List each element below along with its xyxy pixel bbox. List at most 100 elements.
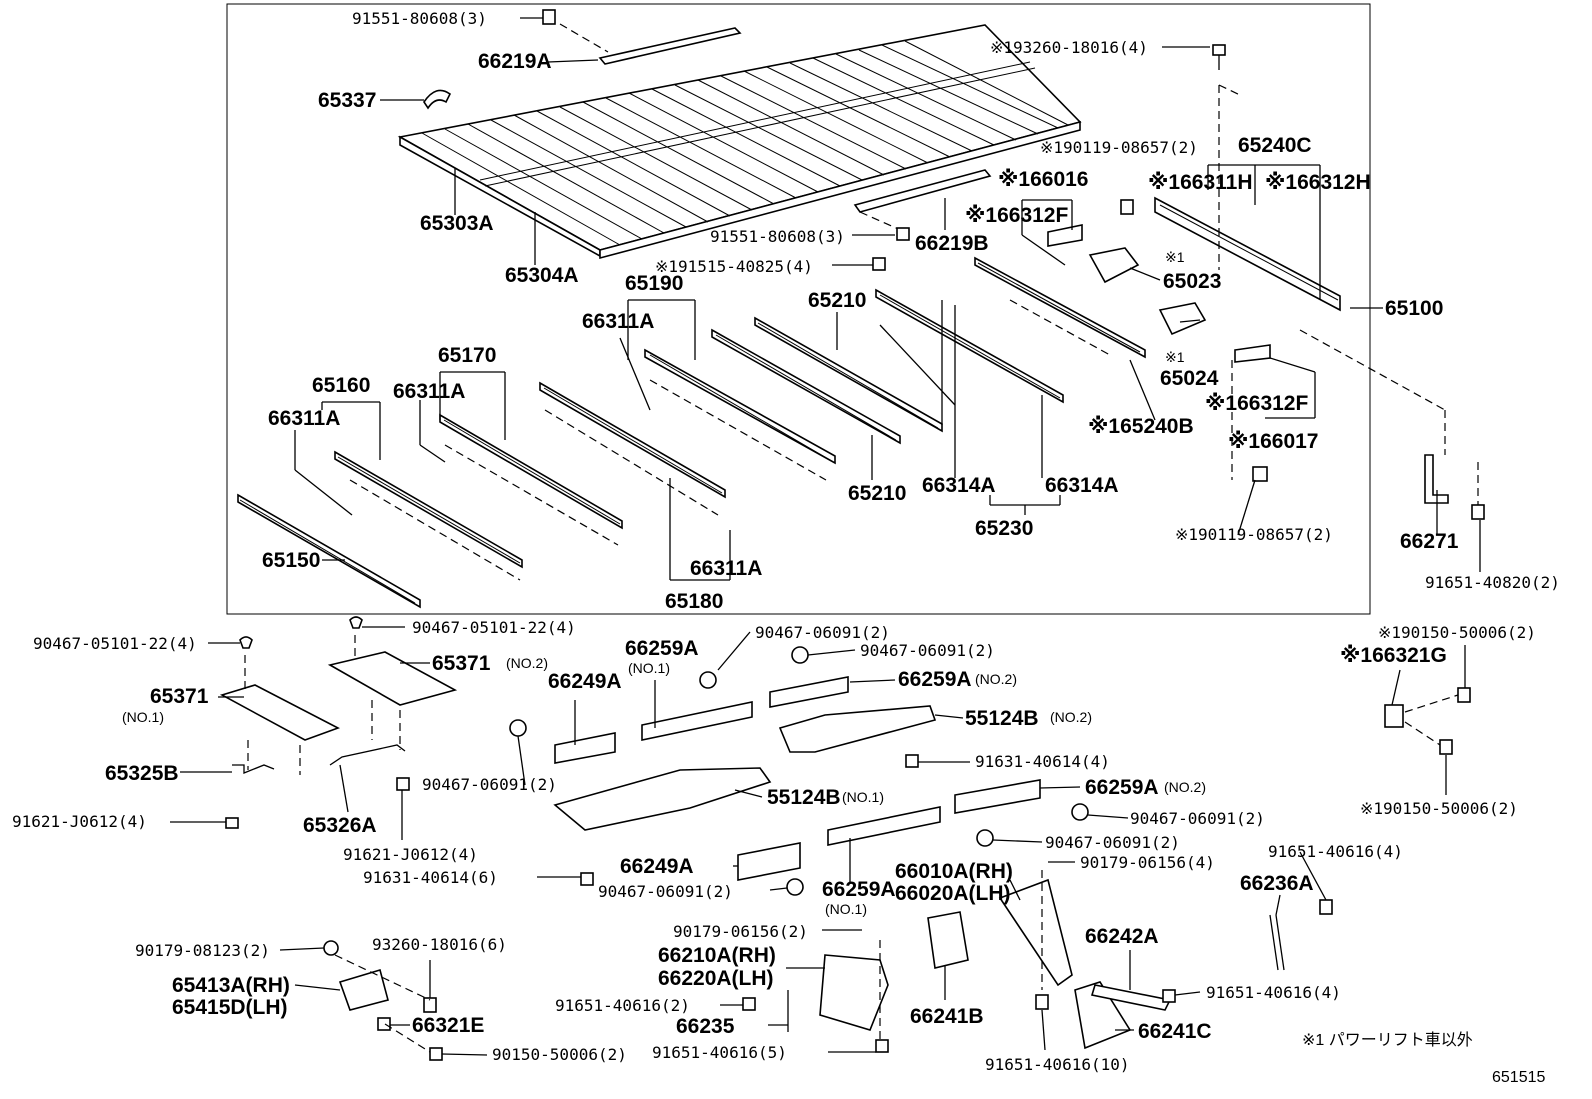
- label-165240B: ※165240B: [1088, 415, 1194, 438]
- label-66249A-a: 66249A: [548, 670, 622, 693]
- label-66259A-no2: 66259A: [898, 668, 972, 691]
- label-65170: 65170: [438, 344, 496, 367]
- bolt-icon: [1035, 994, 1049, 1010]
- label-66311A-4: 66311A: [690, 557, 762, 580]
- label-90467-05101-a: 90467-05101-22(4): [33, 634, 197, 653]
- label-193260-18016: ※193260-18016(4): [990, 38, 1148, 57]
- label-91551-80608-mid: 91551-80608(3): [710, 227, 845, 246]
- label-66259A-no1: 66259A: [625, 637, 699, 660]
- label-55124B-no2-sub: (NO.2): [1050, 709, 1092, 725]
- bolt-icon: [742, 997, 756, 1011]
- label-93260-18016: 93260-18016(6): [372, 935, 507, 954]
- label-66259A-no1b-sub: (NO.1): [825, 901, 867, 917]
- label-66259A-no1b: 66259A: [822, 878, 896, 901]
- label-91551-80608-top: 91551-80608(3): [352, 9, 487, 28]
- label-66242A: 66242A: [1085, 925, 1159, 948]
- label-66259A-no2b-sub: (NO.2): [1164, 779, 1206, 795]
- label-65230: 65230: [975, 517, 1033, 540]
- label-66219A: 66219A: [478, 50, 552, 73]
- label-55124B-no1: 55124B: [767, 786, 841, 809]
- bolt-icon: [875, 1039, 889, 1053]
- label-90467-05101-b: 90467-05101-22(4): [412, 618, 576, 637]
- label-91621-J0612-a: 91621-J0612(4): [12, 812, 147, 831]
- label-66220A: 66220A(LH): [658, 967, 774, 990]
- stay-66236A: [1269, 914, 1279, 971]
- label-65160: 65160: [312, 374, 370, 397]
- label-65371-no1-sub: (NO.1): [122, 709, 164, 725]
- label-65304A: 65304A: [505, 264, 579, 287]
- label-190150-50006-b: ※190150-50006(2): [1360, 799, 1518, 818]
- label-65150: 65150: [262, 549, 320, 572]
- label-65371-no1: 65371: [150, 685, 209, 708]
- label-65100: 65100: [1385, 297, 1443, 320]
- grommet-icon: [509, 646, 1089, 896]
- crossmember-65240C: [1154, 196, 1341, 312]
- label-65190: 65190: [625, 272, 683, 295]
- label-66241B: 66241B: [910, 1005, 984, 1028]
- bolt-icon: [1439, 739, 1453, 755]
- label-91651-40616-a: 91651-40616(4): [1268, 842, 1403, 861]
- guard-66210A: [819, 954, 889, 1031]
- label-66311A-1: 66311A: [582, 310, 654, 333]
- bracket-65024: [1158, 302, 1207, 336]
- bolt-icon: [1252, 466, 1268, 482]
- label-90150-50006: 90150-50006(2): [492, 1045, 627, 1064]
- label-66321E: 66321E: [412, 1014, 484, 1037]
- label-66311A-2: 66311A: [393, 380, 465, 403]
- label-91651-40616-b: 91651-40616(2): [555, 996, 690, 1015]
- flap-66241B: [927, 911, 969, 969]
- label-65303A: 65303A: [420, 212, 494, 235]
- label-66010A: 66010A(RH): [895, 860, 1013, 883]
- label-65023-mark: ※1: [1165, 249, 1185, 265]
- label-90467-06091-e: 90467-06091(2): [1045, 833, 1180, 852]
- bolt-icon: [1471, 504, 1485, 520]
- label-90179-06156-a: 90179-06156(4): [1080, 853, 1215, 872]
- label-66311A-3: 66311A: [268, 407, 340, 430]
- label-90179-06156-b: 90179-06156(2): [673, 922, 808, 941]
- label-91651-40820: 91651-40820(2): [1425, 573, 1560, 592]
- seal-66259A-no2b: [954, 779, 1041, 814]
- label-166016: ※166016: [998, 168, 1089, 191]
- label-90467-06091-f: 90467-06091(2): [598, 882, 733, 901]
- label-66314A-a: 66314A: [922, 474, 996, 497]
- label-65337: 65337: [318, 89, 376, 112]
- label-65413A: 65413A(RH): [172, 974, 290, 997]
- clip-icon: [225, 616, 919, 886]
- label-66249A-b: 66249A: [620, 855, 694, 878]
- stopper-166321G: [1384, 704, 1404, 728]
- rail-66219B: [853, 169, 992, 213]
- label-190119-08657-a: ※190119-08657(2): [1040, 138, 1198, 157]
- label-65325B: 65325B: [105, 762, 179, 785]
- bolt-icon: [429, 1047, 443, 1061]
- label-166312F-b: ※166312F: [1205, 392, 1308, 415]
- clip-166312F-a: [1047, 224, 1083, 247]
- bracket-65023: [1088, 247, 1140, 284]
- seal-66259A-no1b: [827, 806, 941, 846]
- label-166017: ※166017: [1228, 430, 1319, 453]
- crossmember-65230: [875, 288, 1064, 404]
- doc-number: 651515: [1492, 1069, 1545, 1086]
- crossmember-65180: [539, 381, 726, 516]
- seal-66259A-no1: [641, 701, 753, 741]
- label-66210A: 66210A(RH): [658, 944, 776, 967]
- label-55124B-no1-sub: (NO.1): [842, 789, 884, 805]
- label-66259A-no2b: 66259A: [1085, 776, 1159, 799]
- label-65180: 65180: [665, 590, 723, 613]
- label-65023: 65023: [1163, 270, 1221, 293]
- leader-lines: [170, 17, 1481, 1056]
- clip-65337: [423, 89, 452, 110]
- label-65326A: 65326A: [303, 814, 377, 837]
- crossmember-65170: [439, 413, 623, 546]
- plate-65371-no2: [327, 651, 458, 706]
- label-66235: 66235: [676, 1015, 735, 1038]
- bolt-icon: [542, 9, 1226, 271]
- label-65371-no2-sub: (NO.2): [506, 655, 548, 671]
- bolt-icon: [1457, 687, 1471, 703]
- protector-55124B-no1: [553, 767, 772, 831]
- label-166312F-a: ※166312F: [965, 204, 1068, 227]
- bolt-icon: [1162, 989, 1176, 1003]
- label-65371-no2: 65371: [432, 652, 491, 675]
- label-65415D: 65415D(LH): [172, 996, 288, 1019]
- label-90467-06091-b: 90467-06091(2): [860, 641, 995, 660]
